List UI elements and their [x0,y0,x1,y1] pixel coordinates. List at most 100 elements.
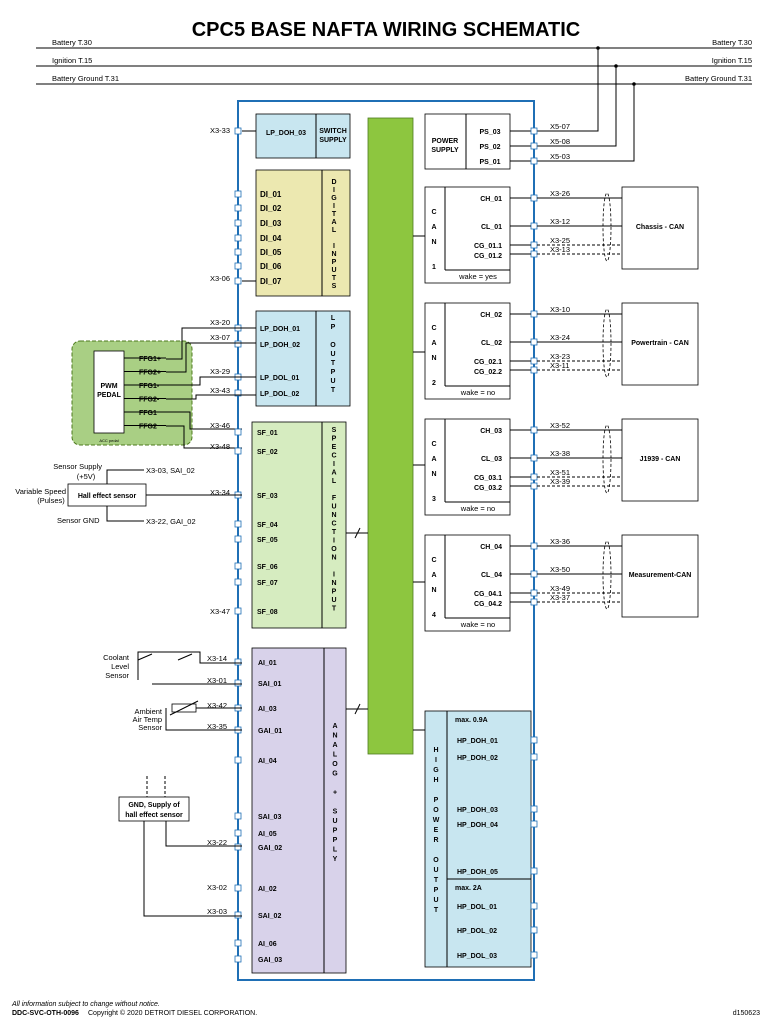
switch-supply-label-1: SWITCH [319,128,347,135]
switch-supply-signal: LP_DOH_03 [266,130,306,137]
coolant-label-1: Coolant [103,653,130,662]
di-vertical-letter: U [331,267,336,274]
battery-label-left: Battery T.30 [52,38,92,47]
sf-vertical-letter: T [332,606,337,613]
ai-pin-6: X3-02 [207,883,227,892]
analog-supply-block: AI_01SAI_01AI_03GAI_01AI_04SAI_03AI_05GA… [103,647,347,974]
hp-vertical-letter: O [433,807,439,814]
high-power-output-block: max. 0.9A max. 2A HP_DOH_01HP_DOH_02HP_D… [424,710,538,968]
hp-signal: HP_DOL_02 [457,928,497,935]
can-high: CH_02 [480,312,502,319]
connector-pin [234,248,242,256]
can-pin: X3-24 [550,333,570,342]
sf-vertical-letter: N [331,555,336,562]
can-pin: X3-25 [550,236,570,245]
ai-pin-2: X3-01 [207,676,227,685]
can-ground-2: CG_02.2 [474,369,502,376]
connector-pin [234,219,242,227]
sf-signal: SF_01 [257,430,278,437]
lp-signal: LP_DOL_01 [260,375,299,382]
coolant-label-2: Level [111,662,129,671]
sf-vertical-letter: P [332,589,337,596]
can-pin: X3-49 [550,584,570,593]
di-vertical-letter: T [332,275,337,282]
connector-pin [530,310,538,318]
sensor-gnd-target: X3-22, GAI_02 [146,517,196,526]
connector-pin [530,250,538,258]
connector-pin [530,338,538,346]
pwm-label: PWM [100,383,117,390]
hp-vertical-letter: G [433,767,439,774]
ai-signal: GAI_01 [258,728,282,735]
connector-pin [530,589,538,597]
ai-vertical-letter: G [332,771,338,778]
can-target: Chassis - CAN [636,224,684,231]
pedal-output: FFG1 [139,410,157,417]
hp-signal: HP_DOH_03 [457,807,498,814]
sf-vertical-letter: I [333,461,335,468]
connector-pin [530,902,538,910]
can-low: CL_04 [481,572,502,579]
lp-vertical-letter: P [331,369,336,376]
can-wake: wake = no [460,620,495,629]
can-ground-1: CG_03.1 [474,475,502,482]
can-letter: C [431,325,436,332]
lp-vertical-letter: U [330,351,335,358]
lp-pin-3: X3-29 [210,367,230,376]
sensor-gnd-label: Sensor GND [57,516,100,525]
variable-speed-label: Variable Speed [15,487,66,496]
can-letter: N [431,587,436,594]
can-ground-2: CG_03.2 [474,485,502,492]
connector-pin [530,482,538,490]
hp-vertical-letter: T [434,907,439,914]
ai-vertical-letter: P [333,837,338,844]
di-vertical-letter: L [332,227,337,234]
battery-label-right: Battery T.30 [712,38,752,47]
can-high: CH_01 [480,196,502,203]
connector-pin [234,679,242,687]
connector-pin [234,911,242,919]
connector-pin [530,426,538,434]
connector-pin [234,658,242,666]
can-low: CL_02 [481,340,502,347]
connector-pin [530,222,538,230]
ai-signal: AI_06 [258,941,277,948]
connector-pin [530,598,538,606]
ps-03-label: PS_03 [479,129,500,136]
di-vertical-letter: A [331,219,336,226]
gnd-box-label-1: GND, Supply of [128,802,180,809]
lp-signal: LP_DOH_02 [260,342,300,349]
sf-vertical-letter: L [332,478,337,485]
ai-vertical-letter: N [332,733,337,740]
hp-vertical-letter: U [433,897,438,904]
ai-pin-3: X3-42 [207,701,227,710]
ai-signal: SAI_03 [258,814,281,821]
di-vertical-letter: T [332,211,337,218]
sf-vertical-letter: C [331,521,336,528]
connector-pin [530,926,538,934]
ambient-label-3: Sensor [138,723,162,732]
can-wake: wake = no [460,388,495,397]
sf-signal: SF_03 [257,493,278,500]
hp-vertical-letter: R [433,837,438,844]
di-vertical-letter: P [332,259,337,266]
supply-lines: Battery T.30 Battery T.30 Ignition T.15 … [36,38,752,86]
can-low: CL_01 [481,224,502,231]
connector-pin [530,473,538,481]
special-function-block: SF_01SF_02SF_03SF_04SF_05SF_06SF_07SF_08… [210,421,347,629]
connector-pin [234,262,242,270]
di-signal: DI_04 [260,234,282,243]
hp-vertical-letter: P [434,887,439,894]
connector-pin [234,204,242,212]
can-letter: N [431,239,436,246]
can-pin: X3-51 [550,468,570,477]
sf-vertical-letter: T [332,529,337,536]
hp-vertical-letter: T [434,877,439,884]
can-number: 1 [432,264,436,271]
pedal-output: FFG1- [139,383,160,390]
di-vertical-letter: D [331,179,336,186]
connector-pin [234,520,242,528]
